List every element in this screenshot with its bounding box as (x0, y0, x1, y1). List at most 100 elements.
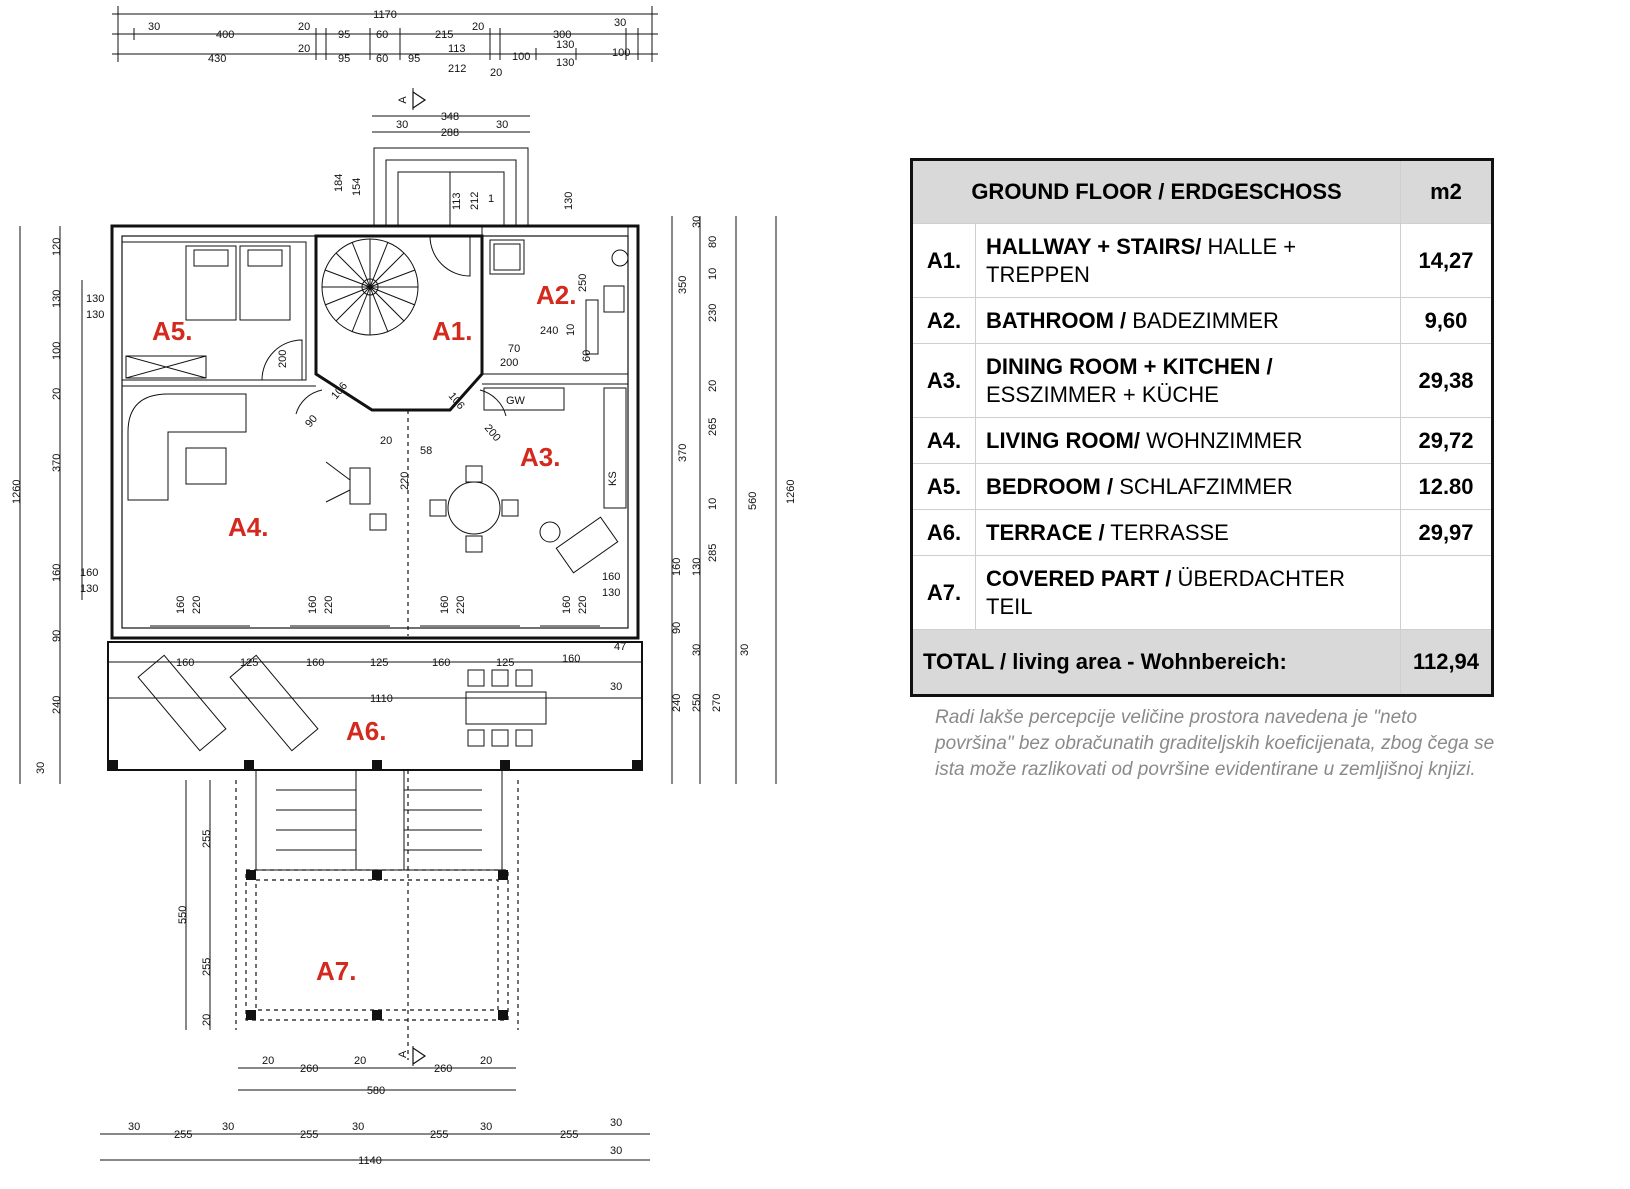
svg-text:160: 160 (80, 567, 98, 579)
row-code: A7. (911, 555, 976, 630)
dim-right: 30 80 350 10 230 20 265 370 10 285 160 9… (671, 216, 797, 712)
svg-text:130: 130 (556, 39, 574, 51)
svg-text:20: 20 (380, 435, 392, 447)
row-name: LIVING ROOM/ WOHNZIMMER (975, 417, 1401, 464)
svg-text:95: 95 (338, 29, 350, 41)
svg-text:95: 95 (338, 53, 350, 65)
svg-text:30: 30 (148, 21, 160, 33)
svg-text:220: 220 (577, 596, 589, 614)
svg-text:160: 160 (51, 564, 63, 582)
svg-text:130: 130 (80, 583, 98, 595)
svg-text:1110: 1110 (370, 693, 393, 705)
svg-text:20: 20 (201, 1014, 213, 1026)
svg-text:20: 20 (51, 388, 63, 400)
svg-text:100: 100 (51, 342, 63, 360)
svg-text:250: 250 (691, 694, 703, 712)
row-code: A2. (911, 297, 976, 344)
svg-text:20: 20 (472, 21, 484, 33)
svg-text:160: 160 (561, 596, 573, 614)
svg-text:580: 580 (367, 1085, 385, 1097)
svg-text:288: 288 (441, 127, 459, 139)
left-dimension-lines (19, 226, 83, 784)
row-value (1400, 555, 1493, 630)
svg-text:47: 47 (614, 641, 626, 653)
svg-text:125: 125 (370, 657, 388, 669)
row-name: HALLWAY + STAIRS/ HALLE + TREPPEN (975, 223, 1401, 298)
svg-text:100: 100 (512, 51, 530, 63)
section-marker-top: A (397, 88, 427, 110)
svg-text:550: 550 (177, 906, 189, 924)
entry-dimensions: 348 288 30 30 (372, 111, 530, 139)
table-row: A7. COVERED PART / ÜBERDACHTER TEIL (911, 555, 1493, 630)
svg-text:30: 30 (739, 644, 751, 656)
svg-text:A: A (397, 1050, 409, 1058)
svg-text:154: 154 (351, 178, 363, 196)
svg-text:10: 10 (707, 268, 719, 280)
svg-text:1: 1 (488, 193, 494, 205)
svg-text:KS: KS (607, 471, 619, 486)
svg-text:100: 100 (612, 47, 630, 59)
svg-text:20: 20 (298, 21, 310, 33)
svg-text:370: 370 (51, 454, 63, 472)
svg-text:350: 350 (677, 276, 689, 294)
svg-text:130: 130 (86, 309, 104, 321)
svg-text:30: 30 (352, 1121, 364, 1133)
svg-text:20: 20 (298, 43, 310, 55)
svg-text:400: 400 (216, 29, 234, 41)
svg-text:30: 30 (691, 216, 703, 228)
svg-text:255: 255 (430, 1129, 448, 1141)
svg-text:30: 30 (610, 1117, 622, 1129)
table-row: A6. TERRACE / TERRASSE 29,97 (911, 509, 1493, 556)
svg-text:160: 160 (562, 653, 580, 665)
room-label-a6: A6. (346, 716, 386, 746)
svg-text:113: 113 (451, 192, 463, 210)
svg-text:270: 270 (711, 694, 723, 712)
svg-text:255: 255 (201, 958, 213, 976)
svg-text:1260: 1260 (11, 480, 23, 504)
svg-text:348: 348 (441, 111, 459, 123)
svg-text:30: 30 (614, 17, 626, 29)
bathroom-fixtures (489, 239, 629, 355)
svg-text:220: 220 (455, 596, 467, 614)
svg-text:160: 160 (432, 657, 450, 669)
svg-text:30: 30 (610, 681, 622, 693)
svg-text:95: 95 (408, 53, 420, 65)
svg-text:130: 130 (602, 587, 620, 599)
svg-text:90: 90 (51, 630, 63, 642)
room-label-a4: A4. (228, 512, 268, 542)
dim-bottom-row2: 30 255 30 255 30 255 30 255 30 1140 30 (128, 1117, 622, 1167)
svg-text:GW: GW (506, 395, 526, 407)
table-header-title: GROUND FLOOR / ERDGESCHOSS (911, 159, 1401, 224)
svg-text:255: 255 (560, 1129, 578, 1141)
svg-text:255: 255 (300, 1129, 318, 1141)
svg-text:30: 30 (222, 1121, 234, 1133)
top-dimension-lines (112, 6, 658, 62)
row-name: BATHROOM / BADEZIMMER (975, 297, 1401, 344)
interior-walls (121, 225, 629, 636)
svg-text:125: 125 (496, 657, 514, 669)
svg-text:30: 30 (691, 644, 703, 656)
spiral-stair (321, 238, 419, 336)
svg-text:20: 20 (262, 1055, 274, 1067)
room-label-a2: A2. (536, 280, 576, 310)
svg-text:160: 160 (307, 596, 319, 614)
room-label-a7: A7. (316, 956, 356, 986)
svg-text:220: 220 (323, 596, 335, 614)
svg-text:20: 20 (707, 380, 719, 392)
entry-porch (373, 147, 529, 226)
svg-text:260: 260 (300, 1063, 318, 1075)
room-label-a1: A1. (432, 316, 472, 346)
svg-text:255: 255 (174, 1129, 192, 1141)
living-door (295, 389, 323, 415)
row-code: A3. (911, 343, 976, 418)
dim-left: 1260 120 130 100 20 370 160 90 240 30 13… (11, 238, 104, 774)
svg-text:250: 250 (577, 274, 589, 292)
total-value: 112,94 (1400, 629, 1493, 696)
floor-plan: 1170 30 400 20 95 60 215 20 300 30 430 2… (11, 6, 797, 1167)
svg-text:30: 30 (396, 119, 408, 131)
table-header-unit: m2 (1400, 159, 1493, 224)
svg-text:560: 560 (747, 492, 759, 510)
row-code: A4. (911, 417, 976, 464)
table-row: A5. BEDROOM / SCHLAFZIMMER 12.80 (911, 463, 1493, 510)
svg-text:200: 200 (500, 357, 518, 369)
